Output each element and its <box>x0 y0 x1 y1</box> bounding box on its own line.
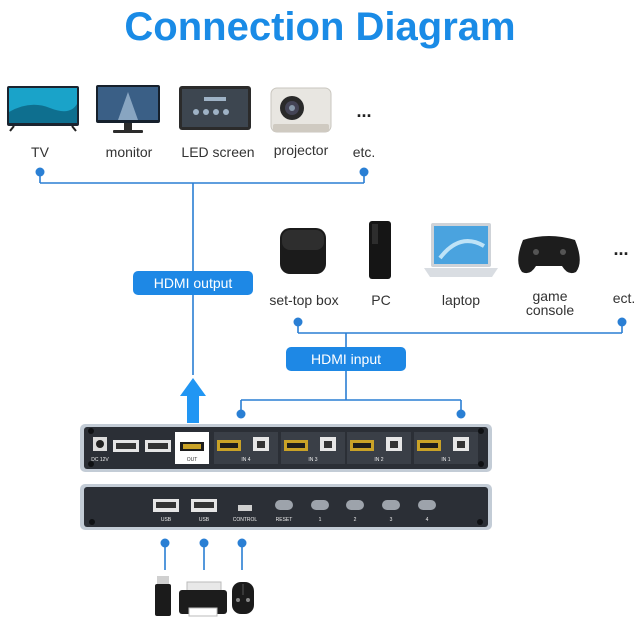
select-button-4[interactable] <box>418 500 436 510</box>
hdmi-output-pill: HDMI output <box>133 271 253 295</box>
game-controller-icon <box>518 236 580 274</box>
device-label-monitor: monitor <box>106 144 153 160</box>
port-label-out: OUT <box>187 457 198 463</box>
monitor-icon <box>96 85 160 133</box>
led-screen-icon <box>179 86 251 130</box>
connector-dot <box>236 409 246 419</box>
button-label-2: 2 <box>354 517 357 523</box>
input-port-group-4: IN 4 <box>214 432 278 464</box>
button-label-1: 1 <box>319 517 322 523</box>
hdmi-input-label: HDMI input <box>311 351 381 367</box>
device-label-pc: PC <box>371 292 390 308</box>
connector-dot <box>35 167 45 177</box>
button-label-3: 3 <box>390 517 393 523</box>
set-top-box-icon <box>280 228 326 274</box>
ellipsis-icon: ... <box>613 239 628 259</box>
device-label-laptop: laptop <box>442 292 480 308</box>
device-label-led-screen: LED screen <box>181 144 254 160</box>
device-label-game-console-line1: game <box>532 288 567 304</box>
connector-dot <box>293 317 303 327</box>
usb-flash-drive-icon <box>155 576 171 616</box>
switch-front-panel: DC 12V OUT IN 4 IN 3 <box>80 424 492 472</box>
port-label-dc: DC 12V <box>91 457 109 463</box>
connector-dot <box>456 409 466 419</box>
device-label-set-top-box: set-top box <box>269 292 338 308</box>
port-label-reset: RESET <box>276 517 293 523</box>
printer-icon <box>179 581 227 617</box>
port-label-control: CONTROL <box>233 517 258 523</box>
mouse-icon <box>232 582 254 614</box>
input-port-group-1: IN 1 <box>414 432 478 464</box>
diagram-title: Connection Diagram <box>124 5 515 49</box>
output-arrow-icon <box>180 378 206 423</box>
pc-icon <box>369 221 391 279</box>
switch-back-panel: USB USB CONTROL RESET 1 2 3 4 <box>80 484 492 530</box>
connector-dot <box>359 167 369 177</box>
hdmi-output-label: HDMI output <box>154 275 233 291</box>
port-label-usb2: USB <box>199 517 210 523</box>
select-button-1[interactable] <box>311 500 329 510</box>
port-label-usb1: USB <box>161 517 172 523</box>
connector-dot <box>199 538 209 548</box>
input-port-group-3: IN 3 <box>281 432 345 464</box>
device-label-game-console-line2: console <box>526 302 574 318</box>
hdmi-input-pill: HDMI input <box>286 347 406 371</box>
device-label-ect: ect. <box>613 290 636 306</box>
tv-icon <box>7 86 79 132</box>
connector-dot <box>160 538 170 548</box>
input-bus-line <box>240 322 623 414</box>
input-port-group-2: IN 2 <box>347 432 411 464</box>
button-label-4: 4 <box>426 517 429 523</box>
device-label-tv: TV <box>31 144 50 160</box>
port-label-in1: IN 1 <box>441 457 450 463</box>
port-label-in2: IN 2 <box>374 457 383 463</box>
ellipsis-icon: ... <box>356 101 371 121</box>
port-label-in3: IN 3 <box>308 457 317 463</box>
reset-button[interactable] <box>275 500 293 510</box>
device-label-etc: etc. <box>353 144 376 160</box>
connector-dot <box>237 538 247 548</box>
connector-dot <box>617 317 627 327</box>
control-port <box>238 505 252 511</box>
projector-icon <box>270 87 332 133</box>
port-label-in4: IN 4 <box>241 457 250 463</box>
select-button-2[interactable] <box>346 500 364 510</box>
select-button-3[interactable] <box>382 500 400 510</box>
device-label-projector: projector <box>274 142 329 158</box>
laptop-icon <box>424 223 498 277</box>
